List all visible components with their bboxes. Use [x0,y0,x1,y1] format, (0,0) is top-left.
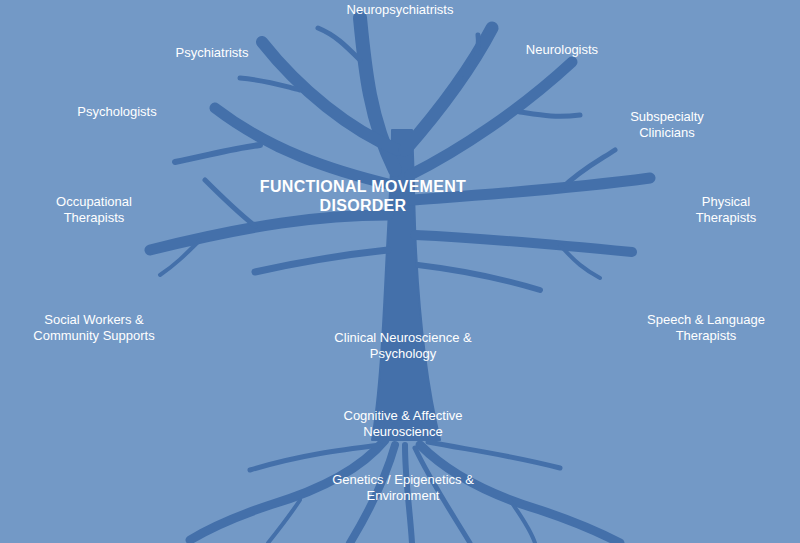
tree-label: Physical Therapists [686,194,766,227]
diagram-title: FUNCTIONAL MOVEMENT DISORDER [246,177,481,215]
tree-label: Social Workers & Community Supports [19,312,169,345]
tree-label: Subspecialty Clinicians [617,109,717,142]
tree-label: Occupational Therapists [44,194,144,227]
tree-label: Psychiatrists [152,45,272,61]
tree-label: Psychologists [57,104,177,120]
tree-label: Speech & Language Therapists [640,312,772,345]
tree-label: Clinical Neuroscience & Psychology [334,330,472,363]
tree-label: Neuropsychiatrists [320,2,480,18]
tree-label: Neurologists [502,42,622,58]
tree-label: Cognitive & Affective Neuroscience [333,408,473,441]
tree-label: Genetics / Epigenetics & Environment [329,472,477,505]
